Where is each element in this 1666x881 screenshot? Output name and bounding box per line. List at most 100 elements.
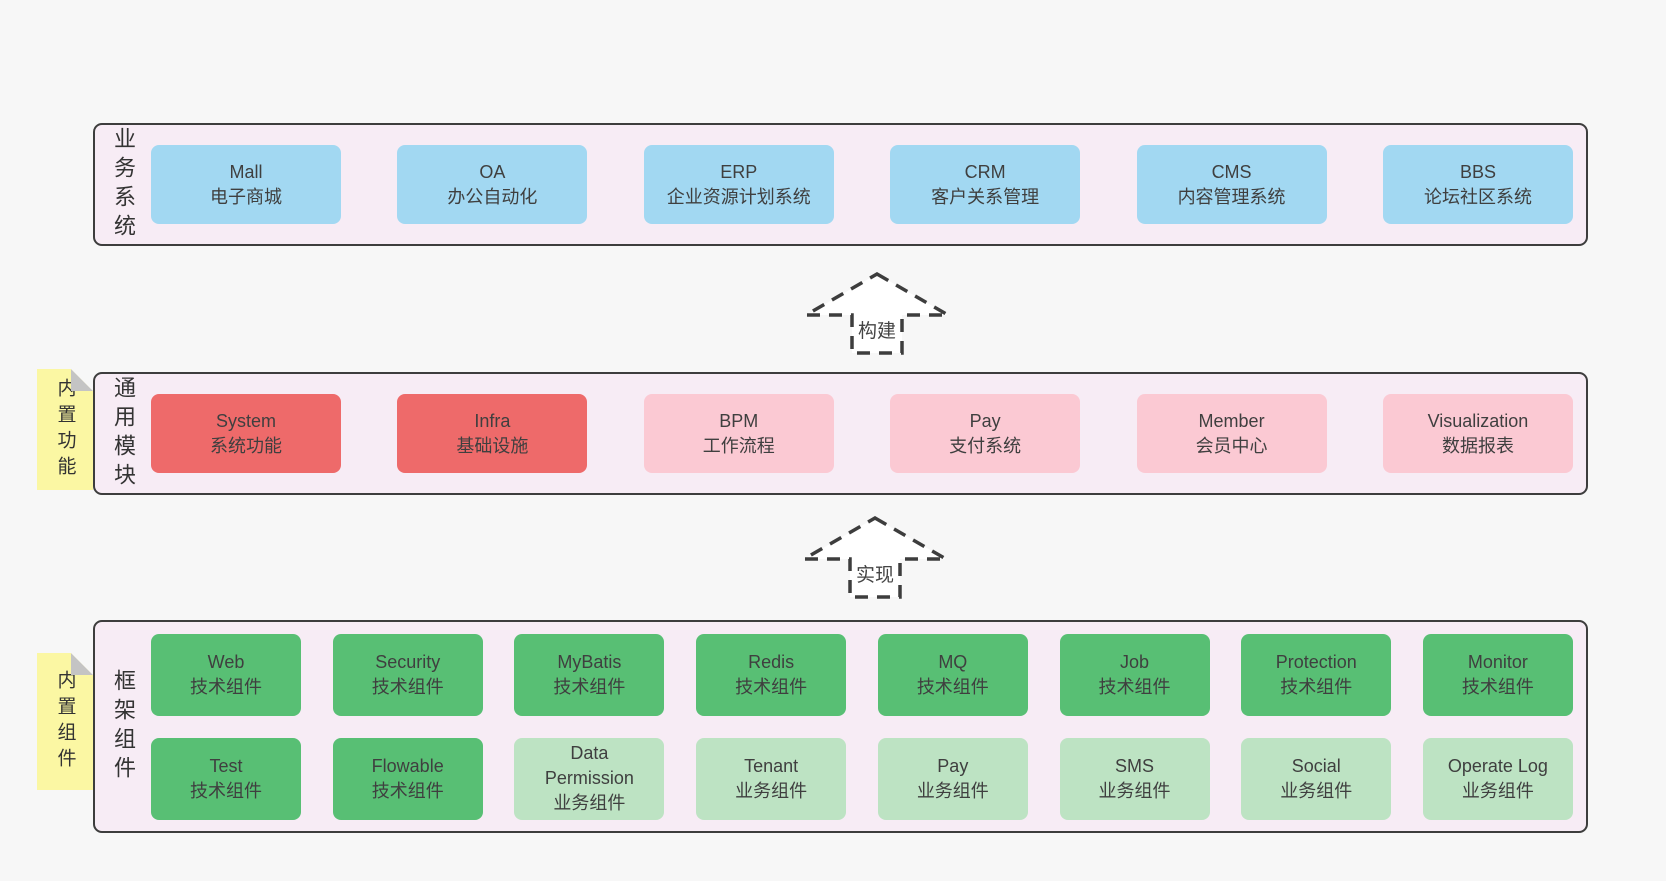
module-desc: 业务组件 xyxy=(916,780,989,801)
module-name: Tenant xyxy=(744,755,799,776)
module-desc: 业务组件 xyxy=(553,793,626,813)
band-label-business-systems: 业务系统 xyxy=(111,126,136,243)
module-desc: 客户关系管理 xyxy=(931,186,1040,207)
module-desc: 技术组件 xyxy=(916,676,989,697)
module-desc: 企业资源计划系统 xyxy=(666,186,811,207)
sticky-note-text: 内置组件 xyxy=(54,669,76,774)
module-desc: 技术组件 xyxy=(1280,676,1353,697)
module-box-monitor: Monitor 技术组件 xyxy=(1422,633,1573,716)
band-label-framework-components: 框架组件 xyxy=(111,668,136,785)
module-name: Operate Log xyxy=(1447,755,1548,776)
dashed-up-arrow-icon xyxy=(800,516,950,599)
arrow-build-label: 构建 xyxy=(855,316,899,343)
module-name: Redis xyxy=(748,651,795,672)
module-name: Protection xyxy=(1275,651,1357,672)
band-label-common-modules: 通用模块 xyxy=(111,375,136,492)
module-name: Job xyxy=(1120,651,1150,672)
module-name: Infra xyxy=(474,410,511,431)
module-name: MyBatis xyxy=(557,651,622,672)
module-box-data-permission: Data Permission 业务组件 xyxy=(514,737,665,820)
module-name: BPM xyxy=(719,410,759,431)
module-name: Security xyxy=(375,651,441,672)
module-box-mall: Mall 电子商城 xyxy=(151,145,341,224)
module-name: Pay xyxy=(969,410,1001,431)
module-name: MQ xyxy=(938,651,968,672)
module-desc: 办公自动化 xyxy=(447,186,538,207)
module-desc: 系统功能 xyxy=(210,435,282,456)
sticky-note-builtin-features: 内置功能 xyxy=(37,369,93,490)
module-name: Visualization xyxy=(1427,410,1529,431)
module-desc: 业务组件 xyxy=(1461,780,1534,801)
module-desc: 电子商城 xyxy=(210,186,282,207)
module-desc: 业务组件 xyxy=(735,780,808,801)
module-box-bpm: BPM 工作流程 xyxy=(643,394,834,473)
module-box-system: System 系统功能 xyxy=(151,394,341,473)
module-name: Data Permission xyxy=(544,743,634,788)
module-desc: 业务组件 xyxy=(1280,780,1353,801)
module-box-tenant: Tenant 业务组件 xyxy=(696,737,847,820)
arrow-build: 构建 xyxy=(802,272,952,358)
module-name: CMS xyxy=(1211,161,1252,182)
dashed-up-arrow-icon xyxy=(802,272,952,355)
module-desc: 会员中心 xyxy=(1195,435,1268,456)
module-desc: 数据报表 xyxy=(1441,435,1514,456)
sticky-note-builtin-components: 内置组件 xyxy=(37,653,93,790)
module-box-protection: Protection 技术组件 xyxy=(1241,633,1392,716)
module-desc: 基础设施 xyxy=(456,435,529,456)
module-name: Mall xyxy=(229,161,263,182)
module-box-oa: OA 办公自动化 xyxy=(397,145,588,224)
module-desc: 工作流程 xyxy=(702,435,775,456)
module-box-mq: MQ 技术组件 xyxy=(877,633,1028,716)
module-desc: 技术组件 xyxy=(1461,676,1534,697)
module-name: OA xyxy=(479,161,506,182)
module-box-operate-log: Operate Log 业务组件 xyxy=(1422,737,1573,820)
module-box-bbs: BBS 论坛社区系统 xyxy=(1382,145,1573,224)
module-desc: 技术组件 xyxy=(735,676,808,697)
module-desc: 支付系统 xyxy=(949,435,1022,456)
module-name: SMS xyxy=(1115,755,1155,776)
module-name: Test xyxy=(209,755,243,776)
module-desc: 业务组件 xyxy=(1098,780,1171,801)
module-box-pay: Pay 支付系统 xyxy=(890,394,1081,473)
module-name: Web xyxy=(207,651,245,672)
module-name: System xyxy=(215,410,276,431)
band-common-modules: 通用模块 System 系统功能 Infra 基础设施 BPM 工作流程 Pay 支付系统 Me… xyxy=(93,372,1588,495)
sticky-note-text: 内置功能 xyxy=(54,377,76,482)
arrow-implement: 实现 xyxy=(800,516,950,602)
module-box-infra: Infra 基础设施 xyxy=(397,394,588,473)
module-box-security: Security 技术组件 xyxy=(332,633,483,716)
module-desc: 技术组件 xyxy=(190,780,262,801)
module-box-job: Job 技术组件 xyxy=(1059,633,1210,716)
module-desc: 技术组件 xyxy=(553,676,626,697)
module-box-sms: SMS 业务组件 xyxy=(1059,737,1210,820)
module-box-mybatis: MyBatis 技术组件 xyxy=(514,633,665,716)
module-name: Monitor xyxy=(1467,651,1528,672)
module-box-web: Web 技术组件 xyxy=(151,633,301,716)
arrow-implement-label: 实现 xyxy=(853,560,897,587)
module-desc: 技术组件 xyxy=(190,676,262,697)
module-name: BBS xyxy=(1459,161,1496,182)
module-desc: 论坛社区系统 xyxy=(1423,186,1532,207)
module-box-test: Test 技术组件 xyxy=(151,737,301,820)
module-desc: 技术组件 xyxy=(1098,676,1171,697)
module-desc: 技术组件 xyxy=(371,780,444,801)
module-box-redis: Redis 技术组件 xyxy=(696,633,847,716)
module-desc: 技术组件 xyxy=(371,676,444,697)
module-name: ERP xyxy=(720,161,758,182)
